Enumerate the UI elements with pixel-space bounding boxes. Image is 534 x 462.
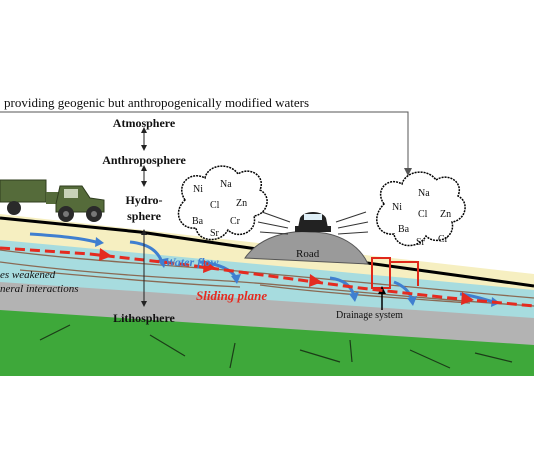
left-cloud-el-4: Ba xyxy=(192,216,204,227)
left-cloud-el-1: Na xyxy=(220,179,232,190)
left-cloud-el-3: Zn xyxy=(236,198,247,209)
left-cloud-el-0: Ni xyxy=(193,184,203,195)
right-cloud-elements: Ni Na Cl Zn Ba Sr Cr xyxy=(392,188,451,248)
road-label: Road xyxy=(296,248,320,260)
truck-icon xyxy=(0,179,105,222)
anthroposphere-label: Anthroposphere xyxy=(102,153,186,167)
drainage-pipe xyxy=(390,261,419,286)
lithosphere-label: Lithosphere xyxy=(113,311,175,325)
sliding-plane-arrowheads xyxy=(99,248,474,305)
weakened-label-line1: es weakened xyxy=(0,269,56,281)
left-cloud-el-2: Cl xyxy=(210,200,220,211)
top-caption: providing geogenic but anthropogenically… xyxy=(4,95,309,110)
caption-bracket-line xyxy=(0,111,409,172)
water-flow-label: Water flow xyxy=(165,255,219,269)
right-cloud-el-4: Ba xyxy=(398,224,410,235)
atmosphere-label: Atmosphere xyxy=(113,116,176,130)
right-cloud-el-1: Na xyxy=(418,188,430,199)
right-cloud-el-3: Zn xyxy=(440,209,451,220)
sliding-plane-label: Sliding plane xyxy=(196,288,267,303)
right-cloud-el-0: Ni xyxy=(392,202,402,213)
sphere-axis-arrowheads xyxy=(141,127,147,307)
weakened-label-line2: neral interactions xyxy=(0,283,79,295)
drainage-label: Drainage system xyxy=(336,310,403,321)
sliding-plane-line xyxy=(0,246,534,308)
right-cloud-el-6: Cr xyxy=(438,234,449,245)
clay-layer xyxy=(0,280,534,345)
left-cloud-el-6: Sr xyxy=(210,228,220,239)
car-icon xyxy=(295,212,331,232)
grass-cracks xyxy=(39,324,513,369)
caption-bracket-arrowhead xyxy=(404,168,412,176)
left-cloud-el-5: Cr xyxy=(230,216,241,227)
left-cloud-elements: Ni Na Cl Zn Ba Cr Sr xyxy=(192,179,247,239)
hydrosphere-label-line1: Hydro- xyxy=(125,193,162,207)
left-emission-cloud xyxy=(177,165,268,241)
right-cloud-el-2: Cl xyxy=(418,209,428,220)
hydrosphere-label-line2: sphere xyxy=(127,209,161,223)
emission-lines xyxy=(257,211,369,235)
right-cloud-el-5: Sr xyxy=(416,237,426,248)
right-emission-cloud xyxy=(376,171,466,247)
grass-layer xyxy=(0,300,534,376)
road-embankment xyxy=(244,231,369,265)
